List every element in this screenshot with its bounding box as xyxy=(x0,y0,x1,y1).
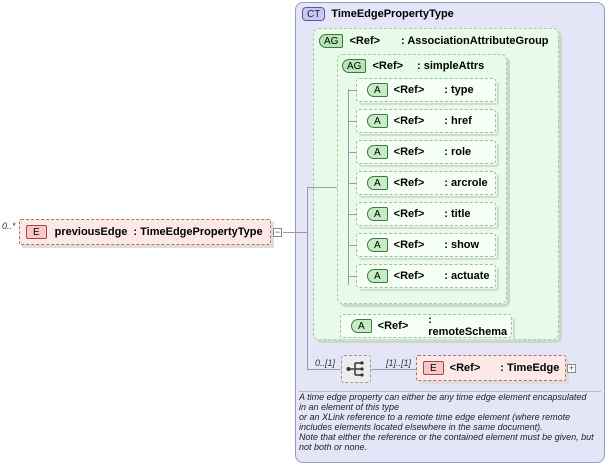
attribute-shadow xyxy=(359,112,499,136)
element-tag: E xyxy=(423,361,444,375)
attribute-connector xyxy=(348,90,356,91)
attribute-tag: A xyxy=(367,83,388,97)
attribute-shadow xyxy=(359,267,499,291)
attribute-row[interactable]: A <Ref> : href xyxy=(356,109,496,133)
attribute-shadow xyxy=(359,236,499,260)
attribute-connector xyxy=(348,245,356,246)
collapse-toggle[interactable]: − xyxy=(273,227,282,237)
time-edge-cardinality: [1]..[1] xyxy=(386,358,412,368)
attribute-tag: A xyxy=(351,319,372,333)
attribute-shadow xyxy=(359,143,499,167)
attribute-group-inner-shadow xyxy=(340,57,510,307)
attribute-ref: <Ref> xyxy=(393,177,425,189)
attribute-connector-vertical xyxy=(348,89,349,285)
attribute-group-name: : AssociationAttributeGroup xyxy=(401,35,549,47)
attribute-tag: A xyxy=(367,269,388,283)
documentation: A time edge property can either be any t… xyxy=(299,392,601,452)
attribute-ref: <Ref> xyxy=(393,270,425,282)
connector-line xyxy=(307,187,308,369)
attribute-row[interactable]: A <Ref> : actuate xyxy=(356,264,496,288)
documentation-line: or an XLink reference to a remote time e… xyxy=(299,412,571,422)
attribute-ref: <Ref> xyxy=(393,146,425,158)
attribute-name: : title xyxy=(444,208,471,220)
attribute-ref: <Ref> xyxy=(393,239,425,251)
attribute-connector xyxy=(348,121,356,122)
attribute-row[interactable]: A <Ref> : type xyxy=(356,78,496,102)
documentation-line: Note that either the reference or the co… xyxy=(299,432,594,442)
attribute-ref: <Ref> xyxy=(393,84,425,96)
documentation-line: not both or none. xyxy=(299,442,368,452)
element-name: : TimeEdge xyxy=(500,362,560,374)
attribute-group-outer-header: AG <Ref> : AssociationAttributeGroup xyxy=(319,33,549,49)
attribute-row[interactable]: A <Ref> : show xyxy=(356,233,496,257)
attribute-name: : show xyxy=(444,239,480,251)
attribute-group-name: : simpleAttrs xyxy=(417,60,485,72)
attribute-connector xyxy=(348,152,356,153)
connector-line xyxy=(307,369,341,370)
attribute-name: : href xyxy=(444,115,472,127)
attribute-tag: A xyxy=(367,207,388,221)
element-shadow xyxy=(22,222,274,248)
attribute-connector xyxy=(348,183,356,184)
complex-type-name: TimeEdgePropertyType xyxy=(331,8,454,20)
attribute-row[interactable]: A <Ref> : role xyxy=(356,140,496,164)
remote-schema-shadow xyxy=(343,317,515,341)
attribute-tag: A xyxy=(367,176,388,190)
attribute-ref: <Ref> xyxy=(393,208,425,220)
attribute-name: : remoteSchema xyxy=(428,314,508,338)
element-time-edge[interactable]: E <Ref> : TimeEdge xyxy=(416,355,566,381)
attribute-name: : arcrole xyxy=(444,177,488,189)
complex-type-header: CT TimeEdgePropertyType xyxy=(302,6,454,22)
complex-type-tag: CT xyxy=(302,7,326,21)
attribute-group-tag: AG xyxy=(319,34,344,48)
attribute-name: : actuate xyxy=(444,270,490,282)
connector-line xyxy=(371,369,416,370)
attribute-connector xyxy=(348,214,356,215)
attribute-row[interactable]: A <Ref> : arcrole xyxy=(356,171,496,195)
attribute-tag: A xyxy=(367,238,388,252)
attribute-row[interactable]: A <Ref> : title xyxy=(356,202,496,226)
attribute-name: : role xyxy=(444,146,472,158)
documentation-line: A time edge property can either be any t… xyxy=(299,392,587,402)
attribute-ref: <Ref> xyxy=(377,320,409,332)
element-tag: E xyxy=(26,225,47,239)
attribute-connector xyxy=(348,276,356,277)
attribute-tag: A xyxy=(367,114,388,128)
connector-line xyxy=(283,232,307,233)
attribute-group-tag: AG xyxy=(342,59,367,73)
sequence-icon xyxy=(346,361,364,377)
attribute-ref: <Ref> xyxy=(393,115,425,127)
documentation-line: includes elements located elsewhere in t… xyxy=(299,422,543,432)
attribute-shadow xyxy=(359,174,499,198)
attribute-group-ref: <Ref> xyxy=(372,60,404,72)
connector-line xyxy=(307,187,337,188)
attribute-name: : type xyxy=(444,84,474,96)
attribute-tag: A xyxy=(367,145,388,159)
documentation-divider xyxy=(299,391,601,392)
attribute-group-outer-shadow xyxy=(316,31,562,343)
element-type: : TimeEdgePropertyType xyxy=(133,226,263,238)
remote-schema-attribute[interactable]: A <Ref> : remoteSchema xyxy=(340,314,512,338)
attribute-shadow xyxy=(359,81,499,105)
documentation-line: in an element of this type xyxy=(299,402,400,412)
element-name: previousEdge xyxy=(54,226,128,238)
element-cardinality: 0..* xyxy=(2,221,16,231)
element-previous-edge[interactable]: E previousEdge : TimeEdgePropertyType xyxy=(19,219,271,245)
sequence-cardinality: 0..[1] xyxy=(315,358,336,368)
attribute-shadow xyxy=(359,205,499,229)
attribute-group-inner-header: AG <Ref> : simpleAttrs xyxy=(342,58,484,74)
sequence-compositor[interactable] xyxy=(341,355,371,383)
element-ref: <Ref> xyxy=(449,362,481,374)
attribute-group-ref: <Ref> xyxy=(349,35,381,47)
expand-toggle[interactable]: + xyxy=(567,363,576,373)
